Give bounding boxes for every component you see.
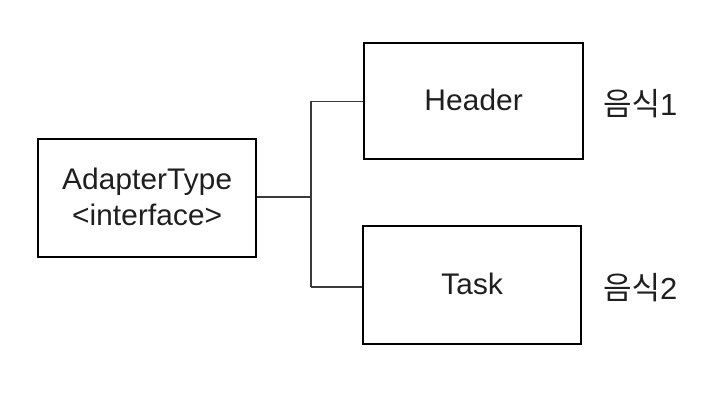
header-annotation: 음식1	[603, 42, 677, 160]
adapter-type-interface-box: AdapterType <interface>	[37, 138, 257, 258]
task-annotation-text: 음식2	[603, 270, 678, 306]
task-annotation: 음식2	[603, 225, 677, 345]
connector-adapter-to-branch	[257, 196, 310, 198]
adapter-type-stereotype: <interface>	[71, 199, 223, 232]
connector-branch-to-task	[311, 286, 362, 288]
connector-branch-vertical	[310, 101, 312, 287]
header-box-label: Header	[424, 84, 523, 117]
task-box-label: Task	[441, 268, 503, 301]
header-box: Header	[363, 42, 584, 160]
task-box: Task	[362, 225, 582, 345]
adapter-type-title: AdapterType	[61, 163, 233, 196]
header-annotation-text: 음식1	[603, 86, 678, 122]
connector-branch-to-header	[311, 100, 363, 102]
